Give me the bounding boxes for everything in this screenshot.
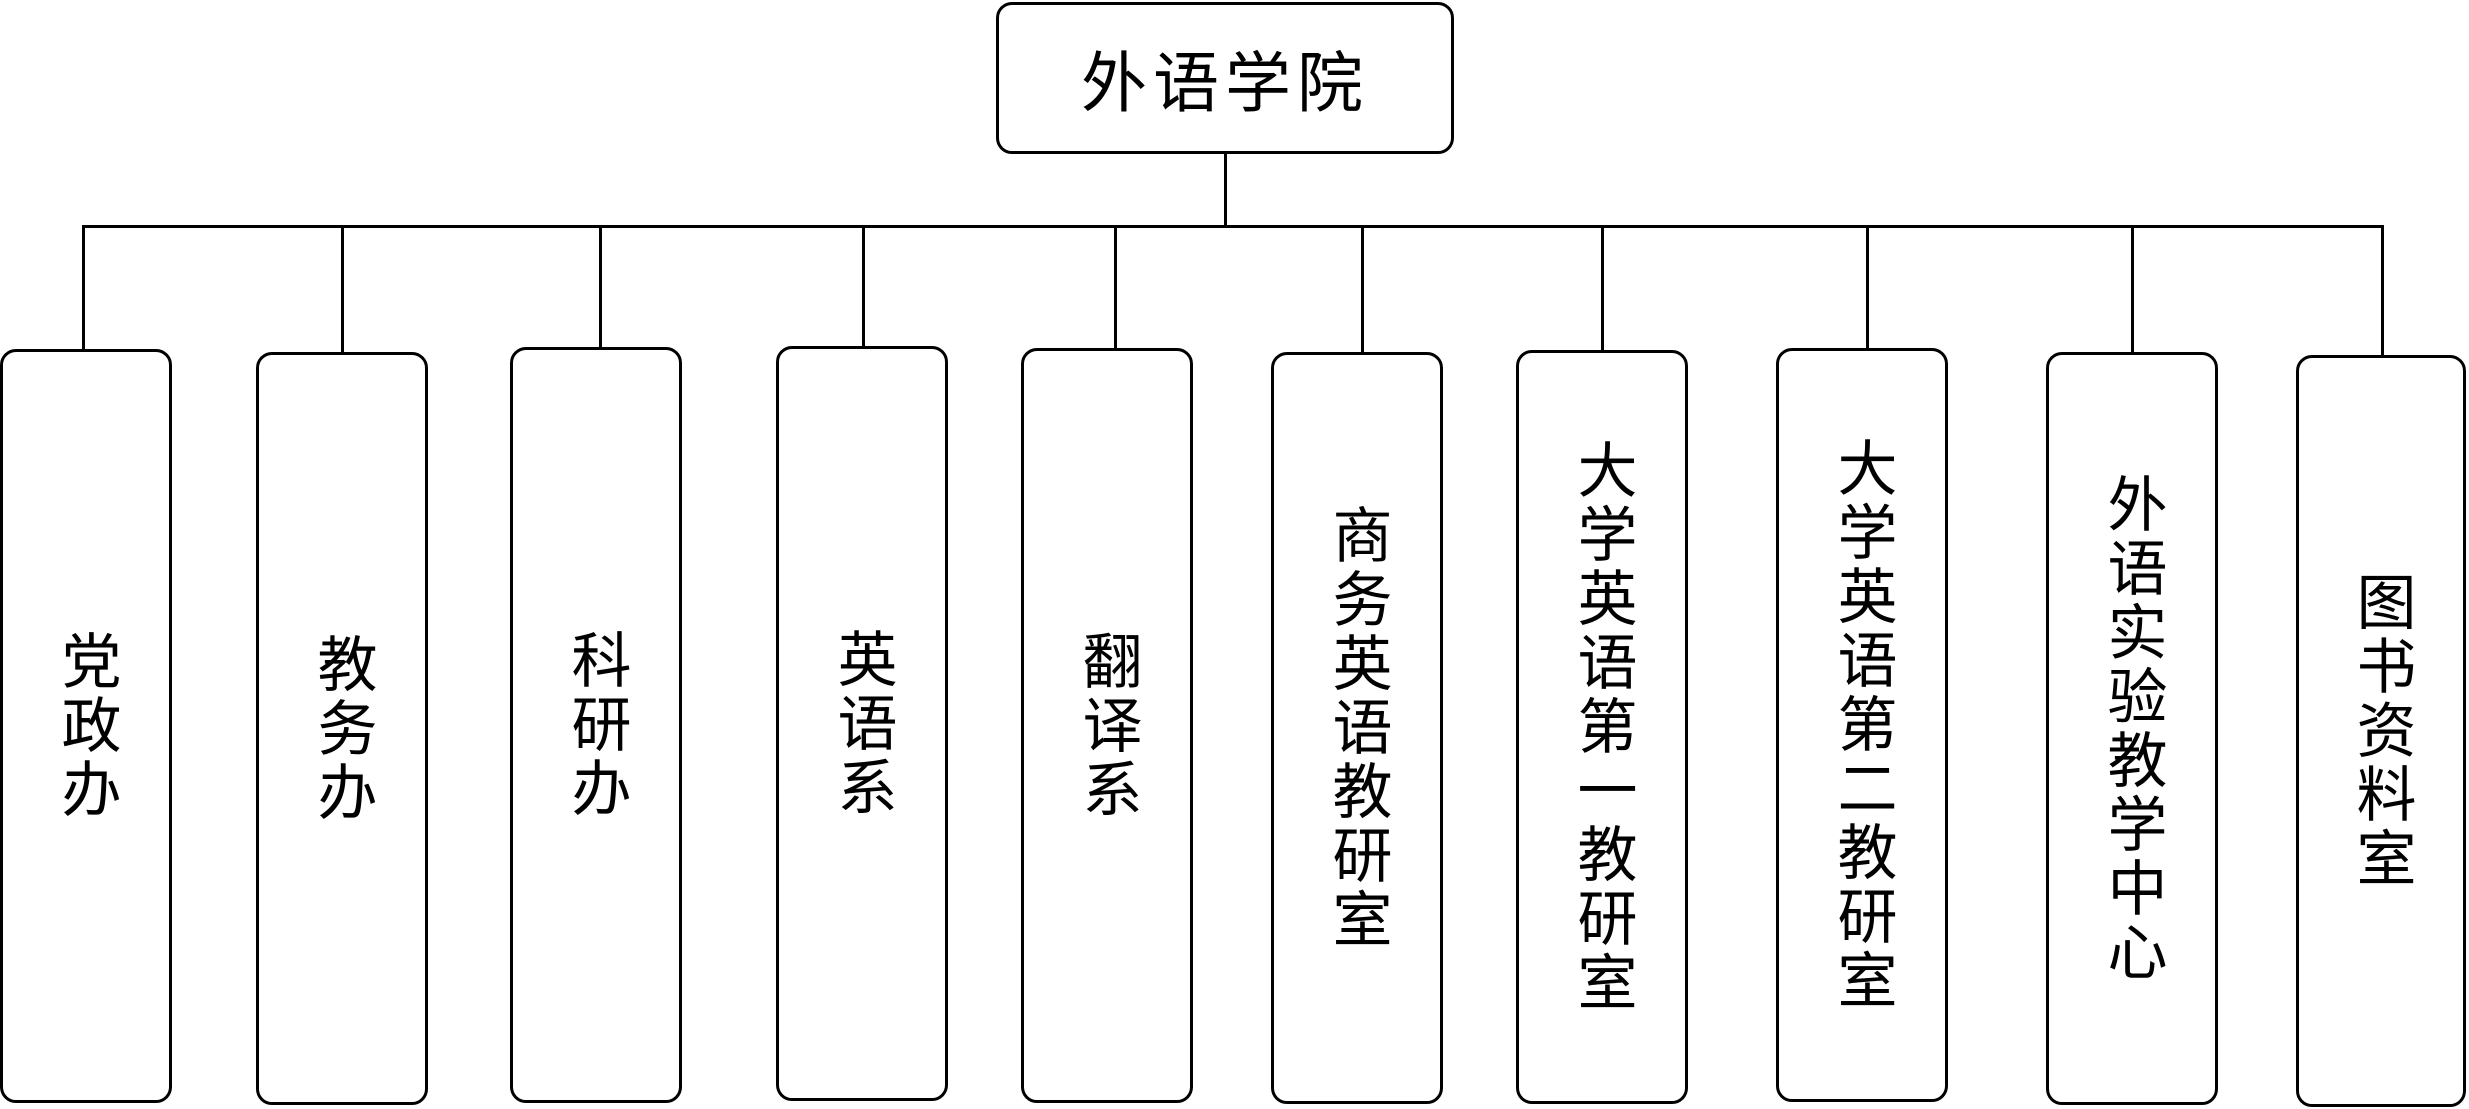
child-node-party-office: 党政办 [0,349,172,1103]
child-node-label: 大学英语第一教研室 [1567,439,1637,1015]
child-node-college-english-section-1: 大学英语第一教研室 [1516,350,1688,1104]
child-node-academic-affairs-office: 教务办 [256,352,428,1105]
child-connector-6 [1361,225,1364,353]
child-node-language-lab-center: 外语实验教学中心 [2046,352,2218,1105]
child-connector-1 [82,225,85,350]
child-connector-2 [341,225,344,353]
child-connector-3 [599,225,602,348]
horizontal-bus-connector [82,225,2384,228]
child-node-library-reference-room: 图书资料室 [2296,355,2466,1107]
child-node-label: 英语系 [827,627,897,820]
child-connector-8 [1866,225,1869,349]
child-node-label: 商务英语教研室 [1322,504,1392,952]
child-node-label: 大学英语第二教研室 [1827,437,1897,1013]
child-node-label: 党政办 [51,630,121,822]
child-node-label: 教务办 [307,632,377,825]
child-connector-7 [1601,225,1604,351]
child-node-translation-department: 翻译系 [1021,348,1193,1103]
child-node-label: 外语实验教学中心 [2097,472,2167,985]
child-node-label: 翻译系 [1072,629,1142,822]
child-node-label: 科研办 [561,629,631,821]
child-connector-9 [2131,225,2134,353]
child-connector-5 [1114,225,1117,349]
child-node-business-english-section: 商务英语教研室 [1271,352,1443,1104]
child-node-label: 图书资料室 [2346,571,2416,891]
child-node-research-office: 科研办 [510,347,682,1103]
child-connector-10 [2381,225,2384,356]
child-node-english-department: 英语系 [776,346,948,1101]
root-stem-connector [1224,154,1227,226]
child-connector-4 [862,225,865,347]
child-node-college-english-section-2: 大学英语第二教研室 [1776,348,1948,1102]
root-node-label: 外语学院 [1081,45,1369,122]
root-node: 外语学院 [996,2,1454,154]
